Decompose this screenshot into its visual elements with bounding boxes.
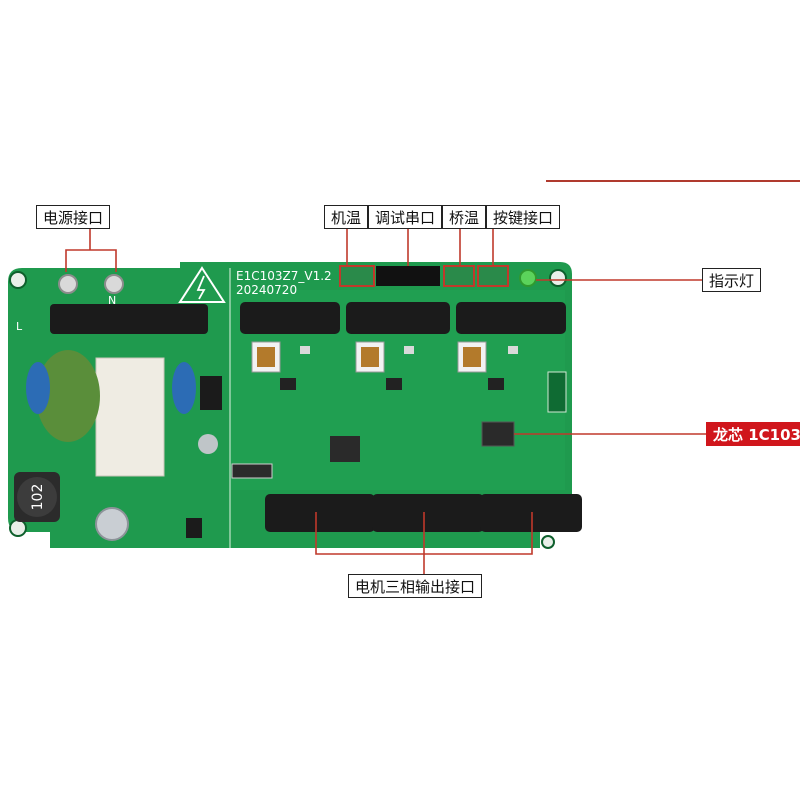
smd-part bbox=[404, 346, 414, 354]
callout-key-interface: 按键接口 bbox=[486, 205, 561, 229]
heatsink-top-3 bbox=[456, 302, 566, 334]
power-capacitor bbox=[200, 376, 222, 410]
resistor bbox=[231, 463, 273, 479]
callout-bridge-temp: 桥温 bbox=[442, 205, 487, 229]
inductor-group-2 bbox=[355, 341, 385, 373]
callout-motor-output: 电机三相输出接口 bbox=[348, 574, 483, 598]
power-terminal-n bbox=[104, 274, 124, 294]
rectifier-heatsink bbox=[50, 304, 208, 334]
power-inductor-core bbox=[17, 477, 57, 517]
heatsink-bottom-1 bbox=[265, 494, 375, 532]
smd-part bbox=[508, 346, 518, 354]
bridge-temp-connector bbox=[443, 265, 475, 287]
electrolytic-capacitor bbox=[95, 507, 129, 541]
smd-part bbox=[280, 378, 296, 390]
smd-part bbox=[386, 378, 402, 390]
indicator-led bbox=[519, 269, 537, 287]
smd-part bbox=[300, 346, 310, 354]
power-leader bbox=[65, 249, 117, 272]
mounting-hole bbox=[9, 519, 27, 537]
callout-indicator: 指示灯 bbox=[702, 268, 762, 292]
inductor-group-1 bbox=[251, 341, 281, 373]
mounting-hole bbox=[541, 535, 555, 549]
smd-part bbox=[488, 378, 504, 390]
motor-temp-connector bbox=[339, 265, 375, 287]
debug-serial-connector bbox=[376, 266, 440, 286]
callout-motor-temp: 机温 bbox=[324, 205, 369, 229]
mounting-hole bbox=[549, 269, 567, 287]
power-terminal-l bbox=[58, 274, 78, 294]
callout-power-interface: 电源接口 bbox=[36, 205, 111, 229]
driver-chip bbox=[330, 436, 360, 462]
heatsink-top-2 bbox=[346, 302, 450, 334]
board-date-text: 20240720 bbox=[236, 283, 297, 297]
x-capacitor bbox=[36, 350, 100, 442]
board-model-text: E1C103Z7_V1.2 bbox=[236, 269, 332, 283]
side-header bbox=[547, 371, 567, 413]
transistor bbox=[198, 434, 218, 454]
heatsink-bottom-3 bbox=[480, 494, 582, 532]
common-mode-choke-left bbox=[26, 362, 50, 414]
heatsink-top-1 bbox=[240, 302, 340, 334]
small-capacitor bbox=[186, 518, 202, 538]
callout-chip: 龙芯 1C103 bbox=[706, 422, 800, 446]
heatsink-bottom-2 bbox=[372, 494, 484, 532]
inductor-code-text: 102 bbox=[30, 484, 46, 511]
terminal-l-label: L bbox=[16, 320, 23, 333]
transformer bbox=[95, 357, 165, 477]
leader-lines bbox=[65, 228, 706, 574]
mounting-hole bbox=[9, 271, 27, 289]
common-mode-choke-right bbox=[172, 362, 196, 414]
terminal-n-label: N bbox=[108, 294, 116, 307]
high-voltage-warning-icon bbox=[178, 266, 226, 303]
key-connector bbox=[477, 265, 509, 287]
lightning-icon bbox=[196, 275, 206, 300]
inductor-group-3 bbox=[457, 341, 487, 373]
main-chip bbox=[481, 421, 515, 447]
callout-debug-serial: 调试串口 bbox=[368, 205, 443, 229]
